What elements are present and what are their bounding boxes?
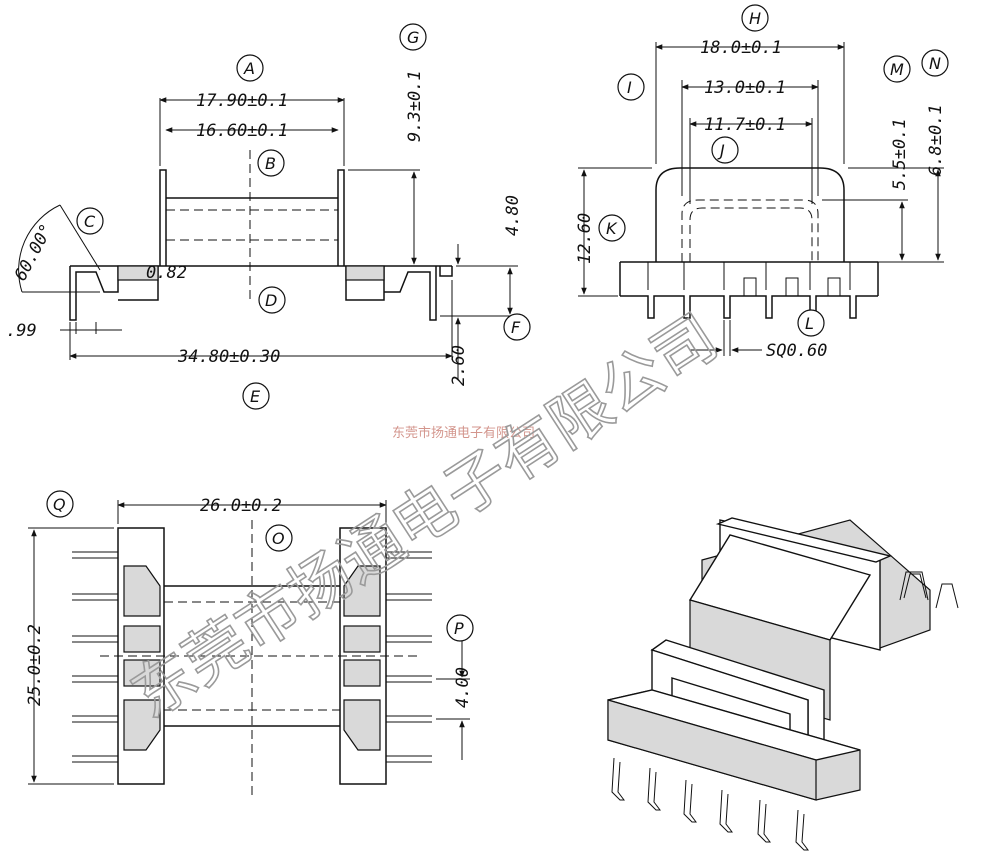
dim-18-0: 18.0±0.1 — [700, 38, 782, 58]
label-n: N — [929, 54, 941, 73]
dim-0-82: 0.82 — [146, 263, 187, 283]
label-p: P — [454, 619, 464, 638]
dim-5-5: 5.5±0.1 — [890, 118, 910, 190]
label-h: H — [749, 9, 761, 28]
dim-16-60: 16.60±0.1 — [196, 121, 288, 141]
label-a: A — [243, 59, 255, 78]
label-o: O — [272, 529, 285, 548]
dim-13-0: 13.0±0.1 — [704, 78, 786, 98]
label-i: I — [627, 78, 632, 97]
label-d: D — [265, 291, 277, 310]
dim-12-60: 12.60 — [575, 213, 595, 264]
dim-4-00: 4.00 — [453, 667, 473, 708]
dim-9-3: 9.3±0.1 — [405, 70, 425, 142]
dim-34-80: 34.80±0.30 — [177, 347, 280, 367]
label-c: C — [84, 212, 96, 231]
label-e: E — [250, 387, 261, 406]
label-g: G — [407, 28, 419, 47]
label-l: L — [805, 314, 814, 333]
label-k: K — [606, 219, 618, 238]
watermark-small: 东莞市扬通电子有限公司 — [392, 425, 535, 441]
dim-4-80: 4.80 — [503, 195, 523, 236]
front-view: 17.90±0.1 16.60±0.1 9.3±0.1 60.00° 0.82 … — [6, 23, 531, 410]
dim-17-90: 17.90±0.1 — [196, 91, 288, 111]
dim-99: .99 — [6, 321, 37, 341]
side-view: 18.0±0.1 13.0±0.1 11.7±0.1 5.5±0.1 6.8±0… — [575, 4, 949, 361]
dim-11-7: 11.7±0.1 — [704, 115, 786, 135]
dim-60-angle: 60.00° — [11, 221, 57, 285]
label-q: Q — [53, 495, 66, 514]
label-j: J — [717, 141, 725, 160]
dim-6-8: 6.8±0.1 — [926, 104, 946, 176]
label-f: F — [511, 318, 521, 337]
label-b: B — [265, 154, 276, 173]
dim-26-0: 26.0±0.2 — [200, 496, 282, 516]
top-view: 26.0±0.2 25.0±0.2 4.00 O P Q — [25, 490, 474, 800]
isometric-view — [607, 517, 959, 851]
dim-2-60: 2.60 — [449, 345, 469, 386]
dim-25-0: 25.0±0.2 — [25, 624, 45, 706]
dim-sq0-60: SQ0.60 — [766, 341, 827, 361]
label-m: M — [890, 60, 904, 79]
